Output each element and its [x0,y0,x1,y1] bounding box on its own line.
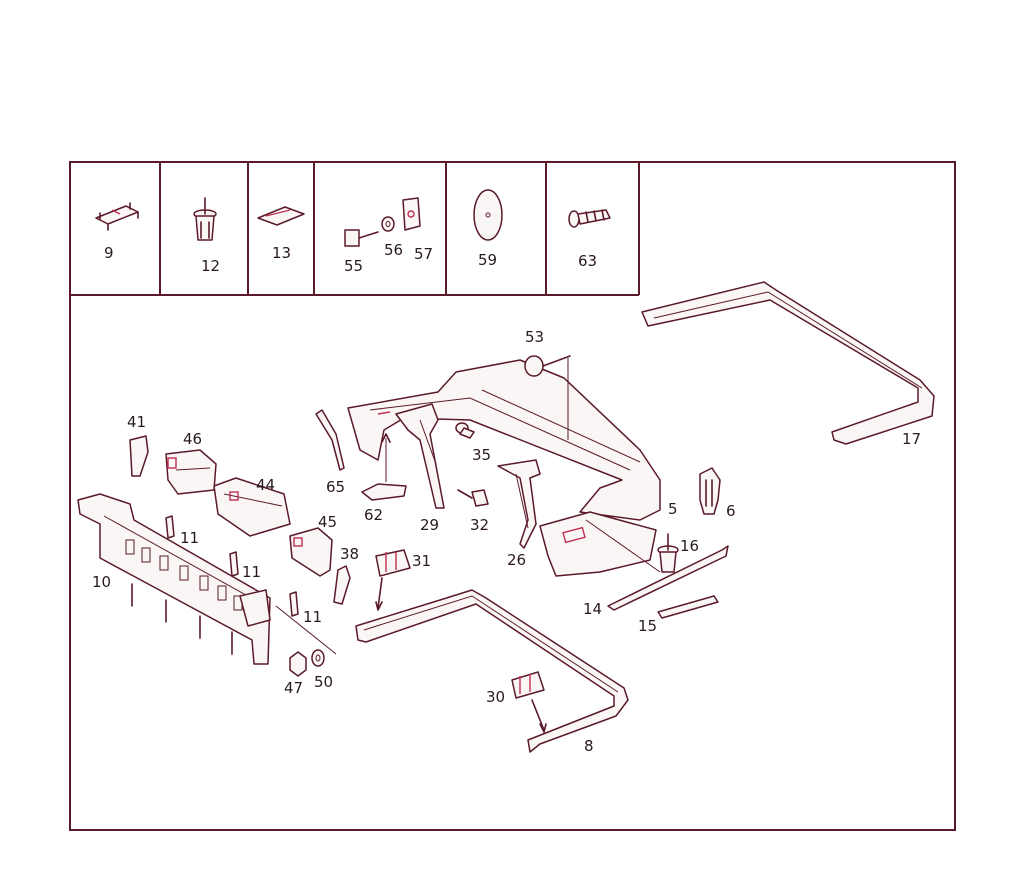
bumper-carrier-10[interactable] [77,493,271,665]
clip-30[interactable] [511,671,547,733]
label-30: 30 [486,688,505,706]
nut-57-icon [402,197,421,231]
label-65: 65 [326,478,345,496]
clip-31[interactable] [375,549,411,611]
small-parts-table [70,162,640,296]
washer-50[interactable] [311,649,325,667]
bolt-55-icon [344,229,379,247]
clip-6[interactable] [699,467,721,515]
clip-35[interactable] [455,422,475,439]
label-13: 13 [272,244,291,262]
label-59: 59 [478,251,497,269]
label-12: 12 [201,257,220,275]
part-41[interactable] [129,435,149,477]
label-5: 5 [668,500,678,518]
label-63: 63 [578,252,597,270]
label-26: 26 [507,551,526,569]
clip-9-icon [95,202,139,231]
clip-11-a[interactable] [165,515,175,539]
label-11-c: 11 [303,608,322,626]
diagram-frame [69,161,956,831]
label-46: 46 [183,430,202,448]
label-6: 6 [726,502,736,520]
pin-16[interactable] [657,533,679,573]
trim-strip-8[interactable] [355,589,629,753]
strip-15[interactable] [657,595,719,619]
absorber-44[interactable] [213,477,291,537]
screw-53[interactable] [524,355,571,440]
absorber-45[interactable] [289,527,333,577]
bolt-32[interactable] [457,489,489,507]
label-38: 38 [340,545,359,563]
screw-63-icon [568,209,611,228]
label-41: 41 [127,413,146,431]
label-15: 15 [638,617,657,635]
plate-13-icon [257,206,305,226]
label-32: 32 [470,516,489,534]
label-47: 47 [284,679,303,697]
clip-11-b[interactable] [229,551,239,577]
label-16: 16 [680,537,699,555]
strip-65[interactable] [315,409,345,471]
expansion-pin-12-icon [193,197,217,241]
label-10: 10 [92,573,111,591]
part-38[interactable] [333,565,351,605]
label-9: 9 [104,244,114,262]
label-50: 50 [314,673,333,691]
label-31: 31 [412,552,431,570]
bracket-29[interactable] [395,403,445,509]
label-11-b: 11 [242,563,261,581]
label-44: 44 [256,476,275,494]
label-55: 55 [344,257,363,275]
bracket-26[interactable] [497,459,541,549]
label-17: 17 [902,430,921,448]
label-62: 62 [364,506,383,524]
clip-11-c[interactable] [275,591,337,655]
part-labels: 9 12 13 55 56 57 59 63 53 17 41 46 65 35… [92,241,921,755]
label-8: 8 [584,737,594,755]
label-29: 29 [420,516,439,534]
label-57: 57 [414,245,433,263]
bumper-cover-5[interactable] [347,359,661,577]
label-35: 35 [472,446,491,464]
absorber-46[interactable] [165,449,217,495]
label-56: 56 [384,241,403,259]
label-11-a: 11 [180,529,199,547]
disc-59-icon [473,189,503,241]
strip-14[interactable] [585,519,729,611]
label-53: 53 [525,328,544,346]
trim-strip-17[interactable] [641,281,935,445]
washer-56-icon [381,216,395,232]
label-45: 45 [318,513,337,531]
label-14: 14 [583,600,602,618]
bracket-62[interactable] [361,433,407,501]
nut-47[interactable] [289,651,307,677]
